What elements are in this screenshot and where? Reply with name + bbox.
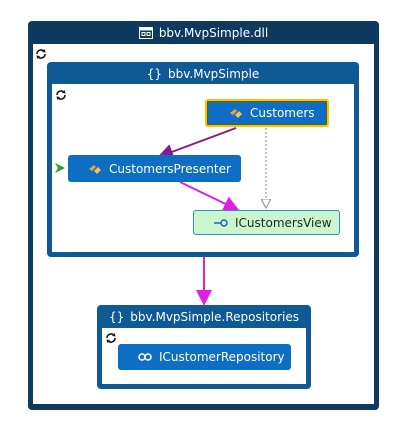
namespace-header-repositories: {} bbv.MvpSimple.Repositories xyxy=(97,307,311,326)
node-icustomer-repository[interactable]: ICustomerRepository xyxy=(118,344,291,370)
refresh-icon[interactable] xyxy=(55,89,67,101)
refresh-icon[interactable] xyxy=(35,48,47,60)
node-customers[interactable]: Customers xyxy=(205,99,329,127)
entry-arrow-icon xyxy=(55,163,65,173)
namespace-icon: {} xyxy=(146,66,162,81)
node-label: ICustomerRepository xyxy=(159,350,285,364)
node-customers-presenter[interactable]: CustomersPresenter xyxy=(68,155,241,182)
namespace-title: bbv.MvpSimple.Repositories xyxy=(130,309,300,324)
interface-icon xyxy=(138,353,152,361)
namespace-header-mvpsimple: {} bbv.MvpSimple xyxy=(47,64,359,83)
assembly-header: bbv.MvpSimple.dll xyxy=(28,23,379,43)
class-icon xyxy=(89,164,101,174)
node-label: CustomersPresenter xyxy=(109,161,231,176)
namespace-icon: {} xyxy=(108,309,125,324)
node-label: Customers xyxy=(250,106,315,120)
interface-icon xyxy=(214,218,228,227)
class-icon xyxy=(230,109,242,118)
node-icustomers-view[interactable]: ICustomersView xyxy=(193,210,340,235)
assembly-title: bbv.MvpSimple.dll xyxy=(158,26,269,40)
refresh-icon[interactable] xyxy=(105,332,117,344)
node-label: ICustomersView xyxy=(235,215,332,230)
assembly-icon xyxy=(138,27,153,39)
namespace-title: bbv.MvpSimple xyxy=(168,66,260,81)
